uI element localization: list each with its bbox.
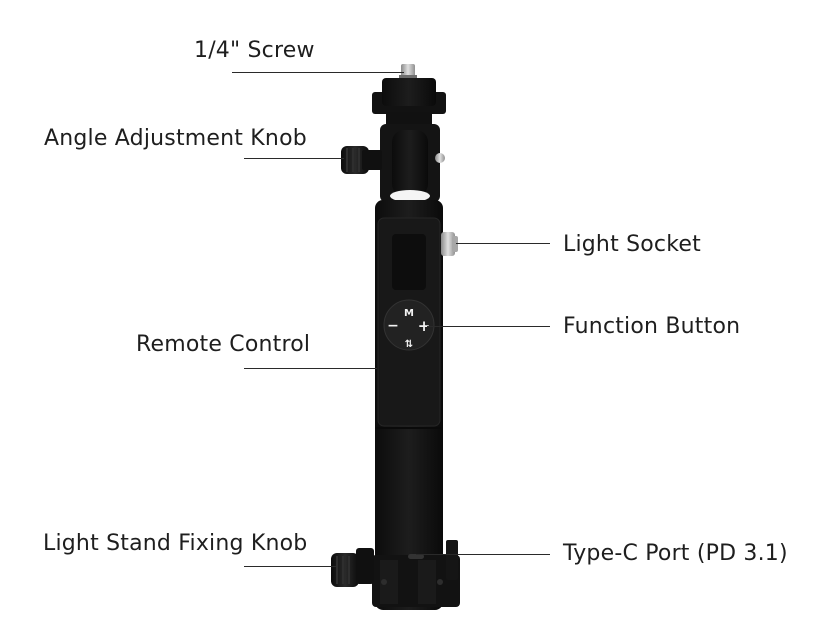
light-socket [441, 232, 458, 256]
label-type-c-port: Type-C Port (PD 3.1) [563, 541, 788, 566]
leader-line-angle-knob [244, 158, 344, 159]
swap-button: ⇅ [405, 339, 413, 350]
label-light-stand-fixing-knob: Light Stand Fixing Knob [43, 531, 308, 556]
plus-button: + [418, 317, 431, 335]
leader-line-light-socket [456, 243, 550, 244]
light-stand-fixing-knob [331, 548, 374, 587]
label-quarter-inch-screw: 1/4" Screw [194, 38, 315, 63]
label-remote-control: Remote Control [136, 332, 311, 357]
label-angle-adjustment-knob: Angle Adjustment Knob [44, 126, 307, 151]
mode-button: M [404, 308, 414, 319]
leader-line-type-c-port [416, 554, 550, 555]
stand-mount [372, 540, 460, 607]
label-function-button: Function Button [563, 314, 741, 339]
type-c-port [408, 554, 424, 559]
leader-line-screw [232, 72, 404, 73]
top-mount [372, 78, 446, 202]
quarter-inch-screw [399, 64, 417, 79]
label-light-socket: Light Socket [563, 232, 701, 257]
leader-line-stand-knob [244, 566, 336, 567]
angle-adjustment-knob [341, 146, 382, 174]
handle-body [375, 200, 443, 610]
function-button-cluster [383, 299, 435, 351]
minus-button: − [387, 318, 399, 334]
leader-line-function-button [427, 326, 550, 327]
leader-line-remote-control [244, 368, 377, 369]
